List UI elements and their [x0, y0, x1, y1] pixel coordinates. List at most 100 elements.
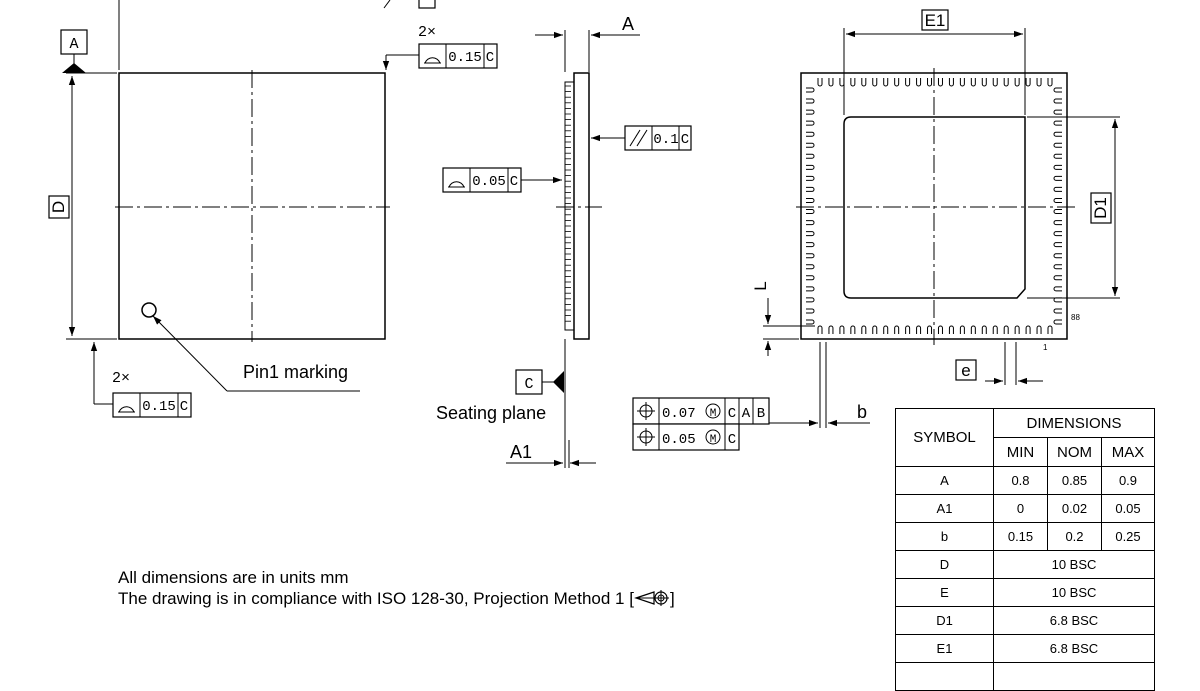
lead-ticks — [565, 85, 571, 322]
l-dimension-label: L — [751, 281, 770, 290]
note-iso: The drawing is in compliance with ISO 12… — [118, 589, 675, 609]
row-symbol: D — [895, 550, 994, 579]
bottom-view: 88 1 E1 D1 L b e — [632, 9, 1120, 451]
table-row: b 0.15 0.2 0.25 — [895, 522, 1155, 551]
row-symbol: E1 — [895, 634, 994, 663]
min-header: MIN — [993, 437, 1048, 467]
svg-text:M: M — [710, 434, 717, 446]
pad — [806, 308, 815, 314]
pad — [806, 231, 815, 237]
row-max: 0.9 — [1101, 466, 1155, 495]
pad — [1014, 78, 1020, 87]
row-nom: 0.02 — [1047, 494, 1102, 523]
pad — [1053, 87, 1062, 93]
datum-c-label: C — [524, 376, 533, 393]
pad — [1053, 164, 1062, 170]
row-symbol: D1 — [895, 606, 994, 635]
svg-text:C: C — [486, 50, 494, 66]
note-iso-end: ] — [669, 589, 675, 608]
pad — [1053, 275, 1062, 281]
pad — [806, 142, 815, 148]
pad — [861, 78, 867, 87]
pad — [1053, 109, 1062, 115]
pin-1-label: 1 — [1043, 343, 1048, 352]
pad — [1053, 242, 1062, 248]
row-min: 0.15 — [993, 522, 1048, 551]
svg-text:0.15: 0.15 — [142, 399, 176, 415]
pad — [806, 131, 815, 137]
table-row: D1 6.8 BSC — [895, 606, 1155, 635]
pad — [1053, 153, 1062, 159]
pad — [850, 78, 856, 87]
pad — [1053, 175, 1062, 181]
d1-dimension-label: D1 — [1091, 197, 1110, 219]
position-frame-2: 0.05 M C — [632, 423, 740, 451]
pad — [806, 87, 815, 93]
pad — [806, 319, 815, 325]
table-row: A1 0 0.02 0.05 — [895, 494, 1155, 523]
row-nom: 0.85 — [1047, 466, 1102, 495]
pad — [1053, 308, 1062, 314]
mmc-icon — [705, 429, 721, 445]
svg-text:C: C — [728, 432, 736, 448]
row-bsc: 6.8 BSC — [993, 606, 1155, 635]
pin-88-label: 88 — [1071, 313, 1080, 322]
pad — [806, 286, 815, 292]
pad — [1053, 186, 1062, 192]
row-max: 0.25 — [1101, 522, 1155, 551]
flatness-frame-side: 0.05 C — [442, 167, 522, 193]
projection-method-icon — [634, 590, 669, 606]
datum-c-box — [515, 369, 543, 395]
a1-dimension-label: A1 — [510, 442, 532, 462]
profile-surface-icon — [448, 181, 465, 188]
pad — [817, 325, 823, 334]
svg-text:0.15: 0.15 — [448, 50, 482, 66]
pad — [1053, 264, 1062, 270]
pad — [959, 325, 965, 334]
table-row: E1 6.8 BSC — [895, 634, 1155, 663]
pad — [1053, 197, 1062, 203]
flatness-frame-top: 0.15 C — [418, 43, 498, 69]
pad — [894, 78, 900, 87]
row-symbol: b — [895, 522, 994, 551]
pad — [981, 78, 987, 87]
pad — [806, 109, 815, 115]
pad — [992, 78, 998, 87]
pad — [927, 325, 933, 334]
pad — [828, 325, 834, 334]
max-header: MAX — [1101, 437, 1155, 467]
pad — [1053, 297, 1062, 303]
pad — [806, 197, 815, 203]
pad — [839, 78, 845, 87]
profile-surface-icon — [424, 57, 441, 64]
pad — [1053, 286, 1062, 292]
side-view: A 0.1 C 0.05 C C Se — [436, 14, 692, 468]
pad — [1053, 142, 1062, 148]
package-drawing: D A 2× 0.15 C 2× 0.15 C — [48, 0, 1120, 468]
pad — [806, 153, 815, 159]
pad — [872, 78, 878, 87]
pad — [1025, 325, 1031, 334]
row-max: 0.05 — [1101, 494, 1155, 523]
e1-dimension-label: E1 — [925, 11, 946, 30]
pad — [872, 325, 878, 334]
pad — [806, 164, 815, 170]
svg-text:C: C — [728, 406, 736, 422]
row-symbol: A — [895, 466, 994, 495]
pad — [806, 175, 815, 181]
pad — [806, 209, 815, 215]
pad — [959, 78, 965, 87]
svg-text:0.07: 0.07 — [662, 406, 696, 422]
pad — [806, 297, 815, 303]
top-view: D A 2× 0.15 C 2× 0.15 C — [48, 0, 498, 418]
table-row — [895, 662, 1155, 691]
note-iso-text: The drawing is in compliance with ISO 12… — [118, 589, 634, 608]
pad — [916, 325, 922, 334]
pad — [937, 325, 943, 334]
pad — [839, 325, 845, 334]
dimensions-header: DIMENSIONS — [993, 408, 1155, 438]
pad — [894, 325, 900, 334]
datum-c-triangle — [553, 371, 564, 393]
row-bsc: 10 BSC — [993, 578, 1155, 607]
pad — [1053, 231, 1062, 237]
